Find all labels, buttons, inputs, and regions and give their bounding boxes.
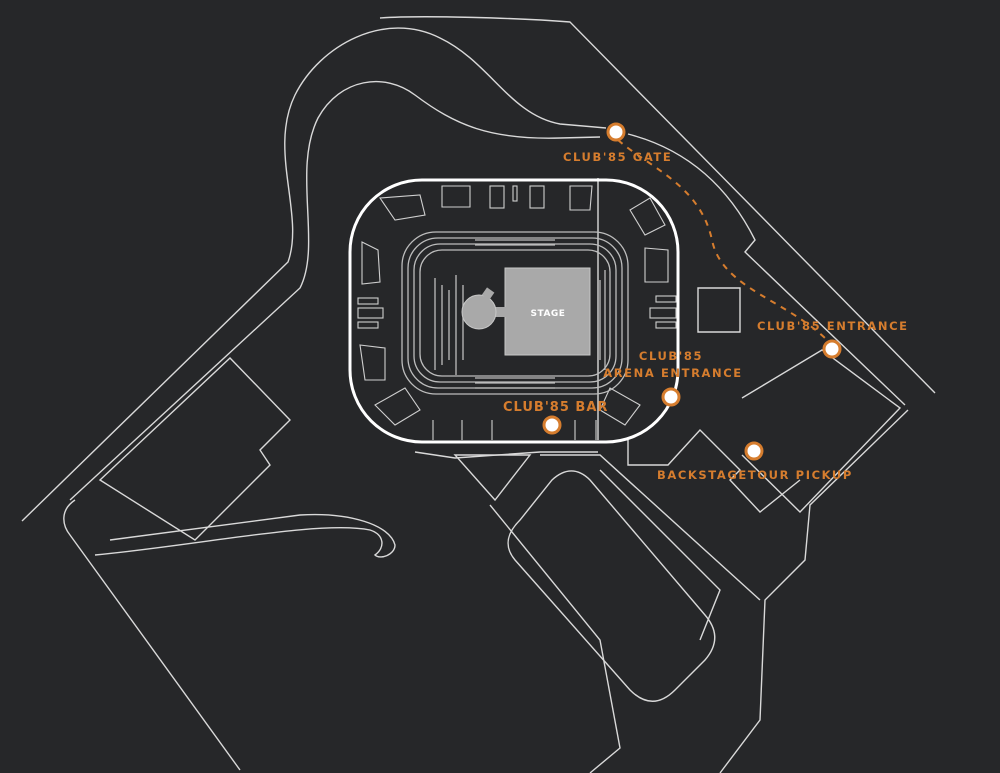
stage-label: STAGE	[531, 309, 566, 319]
location-label: CLUB'85 BAR	[503, 400, 608, 415]
location-backstage-tour-pickup[interactable]: BACKSTAGETOUR PICKUP	[657, 441, 853, 482]
location-label: CLUB'85 ENTRANCE	[757, 319, 909, 333]
location-club85-gate[interactable]: CLUB'85 GATE	[563, 122, 672, 164]
location-club85-bar[interactable]: CLUB'85 BAR	[503, 400, 608, 435]
site-roads	[21, 16, 936, 773]
location-marker-icon[interactable]	[661, 387, 681, 407]
location-marker-icon[interactable]	[744, 441, 764, 461]
location-marker-icon[interactable]	[542, 415, 562, 435]
location-club85-arena-entrance[interactable]: CLUB'85 ARENA ENTRANCE	[603, 349, 743, 407]
location-label: BACKSTAGETOUR PICKUP	[657, 468, 853, 482]
arena: STAGE	[348, 178, 680, 444]
location-marker-icon[interactable]	[606, 122, 626, 142]
location-label-line2: ARENA ENTRANCE	[603, 366, 743, 380]
location-label: CLUB'85 GATE	[563, 150, 672, 164]
location-marker-icon[interactable]	[822, 339, 842, 359]
location-label-line1: CLUB'85	[639, 349, 703, 363]
stage: STAGE	[461, 267, 591, 356]
location-club85-entrance[interactable]: CLUB'85 ENTRANCE	[757, 319, 909, 359]
